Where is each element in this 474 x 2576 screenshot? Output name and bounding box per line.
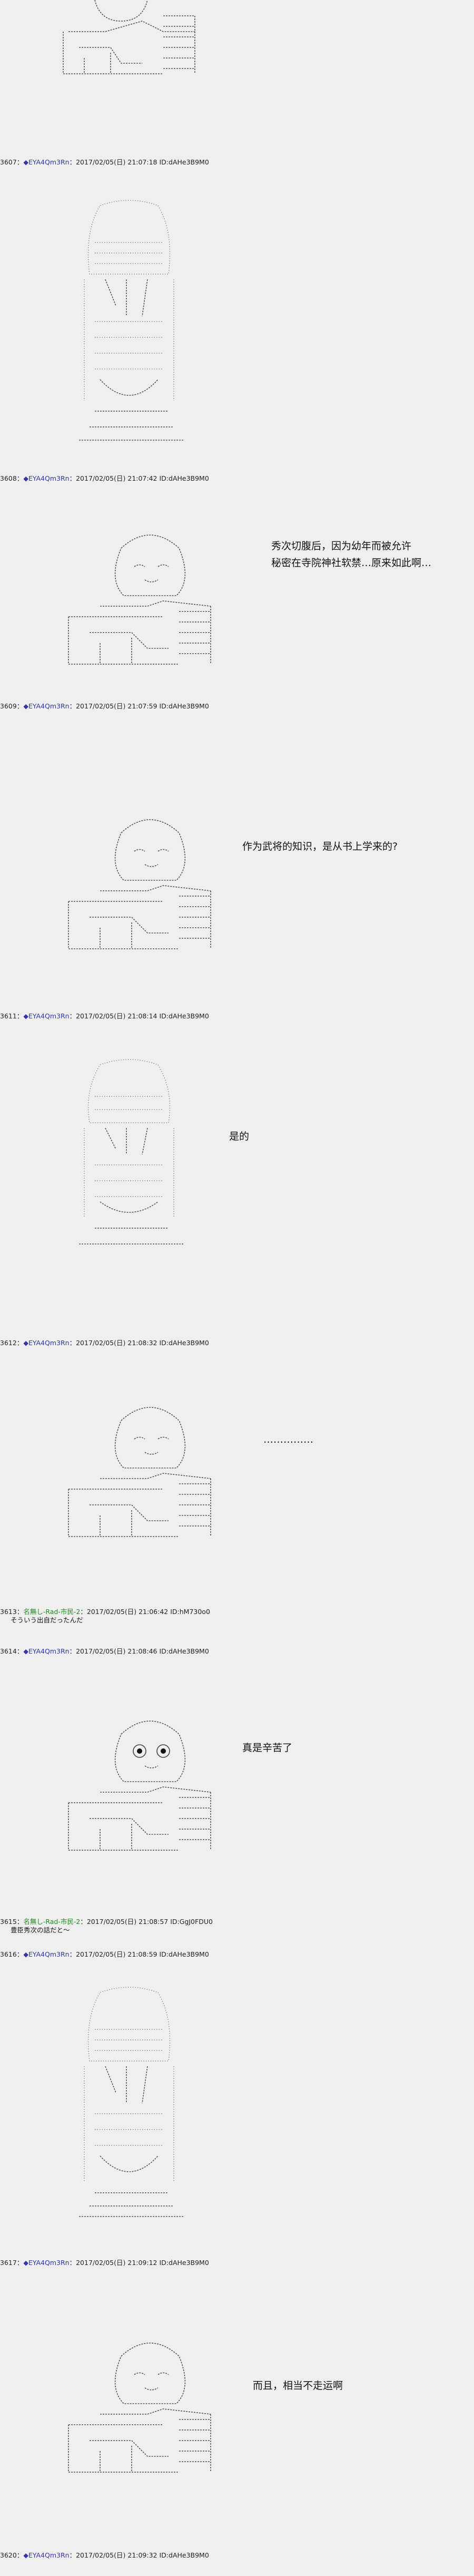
post-meta: ：2017/02/05(日) 21:07:59 ID:dAHe3B9M0	[69, 702, 209, 710]
poster-trip[interactable]: ◆EYA4Qm3Rn	[23, 1647, 70, 1655]
poster-name[interactable]: 名無し-Rad-市民-2	[23, 1608, 81, 1616]
post-number[interactable]: 3620	[0, 2551, 17, 2559]
poster-trip[interactable]: ◆EYA4Qm3Rn	[23, 1950, 70, 1958]
post-meta: ：2017/02/05(日) 21:08:32 ID:dAHe3B9M0	[69, 1339, 209, 1347]
separator: ：	[16, 1012, 24, 1020]
standing-figure-art	[68, 1987, 190, 2219]
separator: ：	[16, 1918, 24, 1926]
speech-line: 而且，相当不走运啊	[253, 2380, 343, 2392]
post-number[interactable]: 3617	[0, 2259, 17, 2267]
poster-trip[interactable]: ◆EYA4Qm3Rn	[23, 474, 70, 482]
poster-trip[interactable]: ◆EYA4Qm3Rn	[23, 702, 70, 710]
separator: ：	[16, 2551, 24, 2559]
post-meta: ：2017/02/05(日) 21:08:57 ID:GgJ0FDU0	[80, 1918, 213, 1926]
post-number[interactable]: 3609	[0, 702, 17, 710]
seated-figure-art	[58, 1399, 226, 1547]
speech-line: 秀次切腹后，因为幼年而被允许	[271, 540, 412, 552]
separator: ：	[16, 1339, 24, 1347]
speech-text: 而且，相当不走运啊	[253, 2377, 343, 2394]
separator: ：	[16, 1950, 24, 1958]
post-number[interactable]: 3613	[0, 1608, 17, 1616]
post-header: 3608：◆EYA4Qm3Rn：2017/02/05(日) 21:07:42 I…	[0, 474, 209, 483]
post-header: 3611：◆EYA4Qm3Rn：2017/02/05(日) 21:08:14 I…	[0, 1012, 209, 1020]
speech-text: 是的	[229, 1128, 249, 1145]
separator: ：	[16, 702, 24, 710]
post-header: 3613：名無し-Rad-市民-2：2017/02/05(日) 21:06:42…	[0, 1608, 210, 1616]
poster-trip[interactable]: ◆EYA4Qm3Rn	[23, 158, 70, 166]
reply-text: そういう出自だったんだ	[11, 1616, 83, 1624]
poster-name[interactable]: 名無し-Rad-市民-2	[23, 1918, 81, 1926]
post-meta: ：2017/02/05(日) 21:08:46 ID:dAHe3B9M0	[69, 1647, 209, 1655]
speech-text: 作为武将的知识，是从书上学来的?	[242, 838, 398, 855]
post-number[interactable]: 3611	[0, 1012, 17, 1020]
poster-trip[interactable]: ◆EYA4Qm3Rn	[23, 1012, 70, 1020]
poster-trip[interactable]: ◆EYA4Qm3Rn	[23, 2551, 70, 2559]
post-number[interactable]: 3616	[0, 1950, 17, 1958]
post-number[interactable]: 3607	[0, 158, 17, 166]
post-number[interactable]: 3614	[0, 1647, 17, 1655]
speech-line: 是的	[229, 1131, 250, 1142]
seated-figure-art	[58, 527, 226, 675]
post-meta: ：2017/02/05(日) 21:06:42 ID:hM730o0	[80, 1608, 210, 1616]
post-number[interactable]: 3608	[0, 474, 17, 482]
post-header: 3615：名無し-Rad-市民-2：2017/02/05(日) 21:08:57…	[0, 1918, 213, 1926]
speech-line: ……………	[263, 1434, 313, 1445]
post-header: 3607：◆EYA4Qm3Rn：2017/02/05(日) 21:07:18 I…	[0, 158, 209, 167]
seated-figure-art-partial	[58, 0, 226, 79]
speech-text: 真是辛苦了	[242, 1739, 292, 1756]
speech-text: ……………	[263, 1431, 313, 1448]
post-meta: ：2017/02/05(日) 21:09:12 ID:dAHe3B9M0	[69, 2259, 209, 2267]
separator: ：	[16, 1608, 24, 1616]
post-meta: ：2017/02/05(日) 21:07:18 ID:dAHe3B9M0	[69, 158, 209, 166]
separator: ：	[16, 158, 24, 166]
speech-line: 秘密在寺院神社软禁…原来如此啊…	[271, 557, 432, 569]
poster-trip[interactable]: ◆EYA4Qm3Rn	[23, 1339, 70, 1347]
reply-text: 豊臣秀次の話だと～	[11, 1926, 70, 1934]
post-number[interactable]: 3612	[0, 1339, 17, 1347]
post-header: 3620：◆EYA4Qm3Rn：2017/02/05(日) 21:09:32 I…	[0, 2551, 209, 2560]
speech-text: 秀次切腹后，因为幼年而被允许 秘密在寺院神社软禁…原来如此啊…	[271, 538, 431, 571]
poster-trip[interactable]: ◆EYA4Qm3Rn	[23, 2259, 70, 2267]
separator: ：	[16, 1647, 24, 1655]
post-header: 3617：◆EYA4Qm3Rn：2017/02/05(日) 21:09:12 I…	[0, 2259, 209, 2267]
post-meta: ：2017/02/05(日) 21:08:59 ID:dAHe3B9M0	[69, 1950, 209, 1958]
post-header: 3609：◆EYA4Qm3Rn：2017/02/05(日) 21:07:59 I…	[0, 702, 209, 711]
post-header: 3614：◆EYA4Qm3Rn：2017/02/05(日) 21:08:46 I…	[0, 1647, 209, 1656]
post-meta: ：2017/02/05(日) 21:08:14 ID:dAHe3B9M0	[69, 1012, 209, 1020]
separator: ：	[16, 474, 24, 482]
speech-line: 作为武将的知识，是从书上学来的?	[242, 841, 398, 852]
separator: ：	[16, 2259, 24, 2267]
seated-figure-art	[58, 2335, 226, 2483]
standing-figure-art	[68, 200, 190, 443]
post-meta: ：2017/02/05(日) 21:07:42 ID:dAHe3B9M0	[69, 474, 209, 482]
post-header: 3612：◆EYA4Qm3Rn：2017/02/05(日) 21:08:32 I…	[0, 1339, 209, 1347]
post-header: 3616：◆EYA4Qm3Rn：2017/02/05(日) 21:08:59 I…	[0, 1950, 209, 1959]
post-meta: ：2017/02/05(日) 21:09:32 ID:dAHe3B9M0	[69, 2551, 209, 2559]
speech-line: 真是辛苦了	[242, 1742, 293, 1754]
seated-figure-art-wide-eyed	[58, 1713, 226, 1861]
seated-figure-art	[58, 812, 226, 959]
standing-figure-art	[68, 1059, 190, 1249]
post-number[interactable]: 3615	[0, 1918, 17, 1926]
